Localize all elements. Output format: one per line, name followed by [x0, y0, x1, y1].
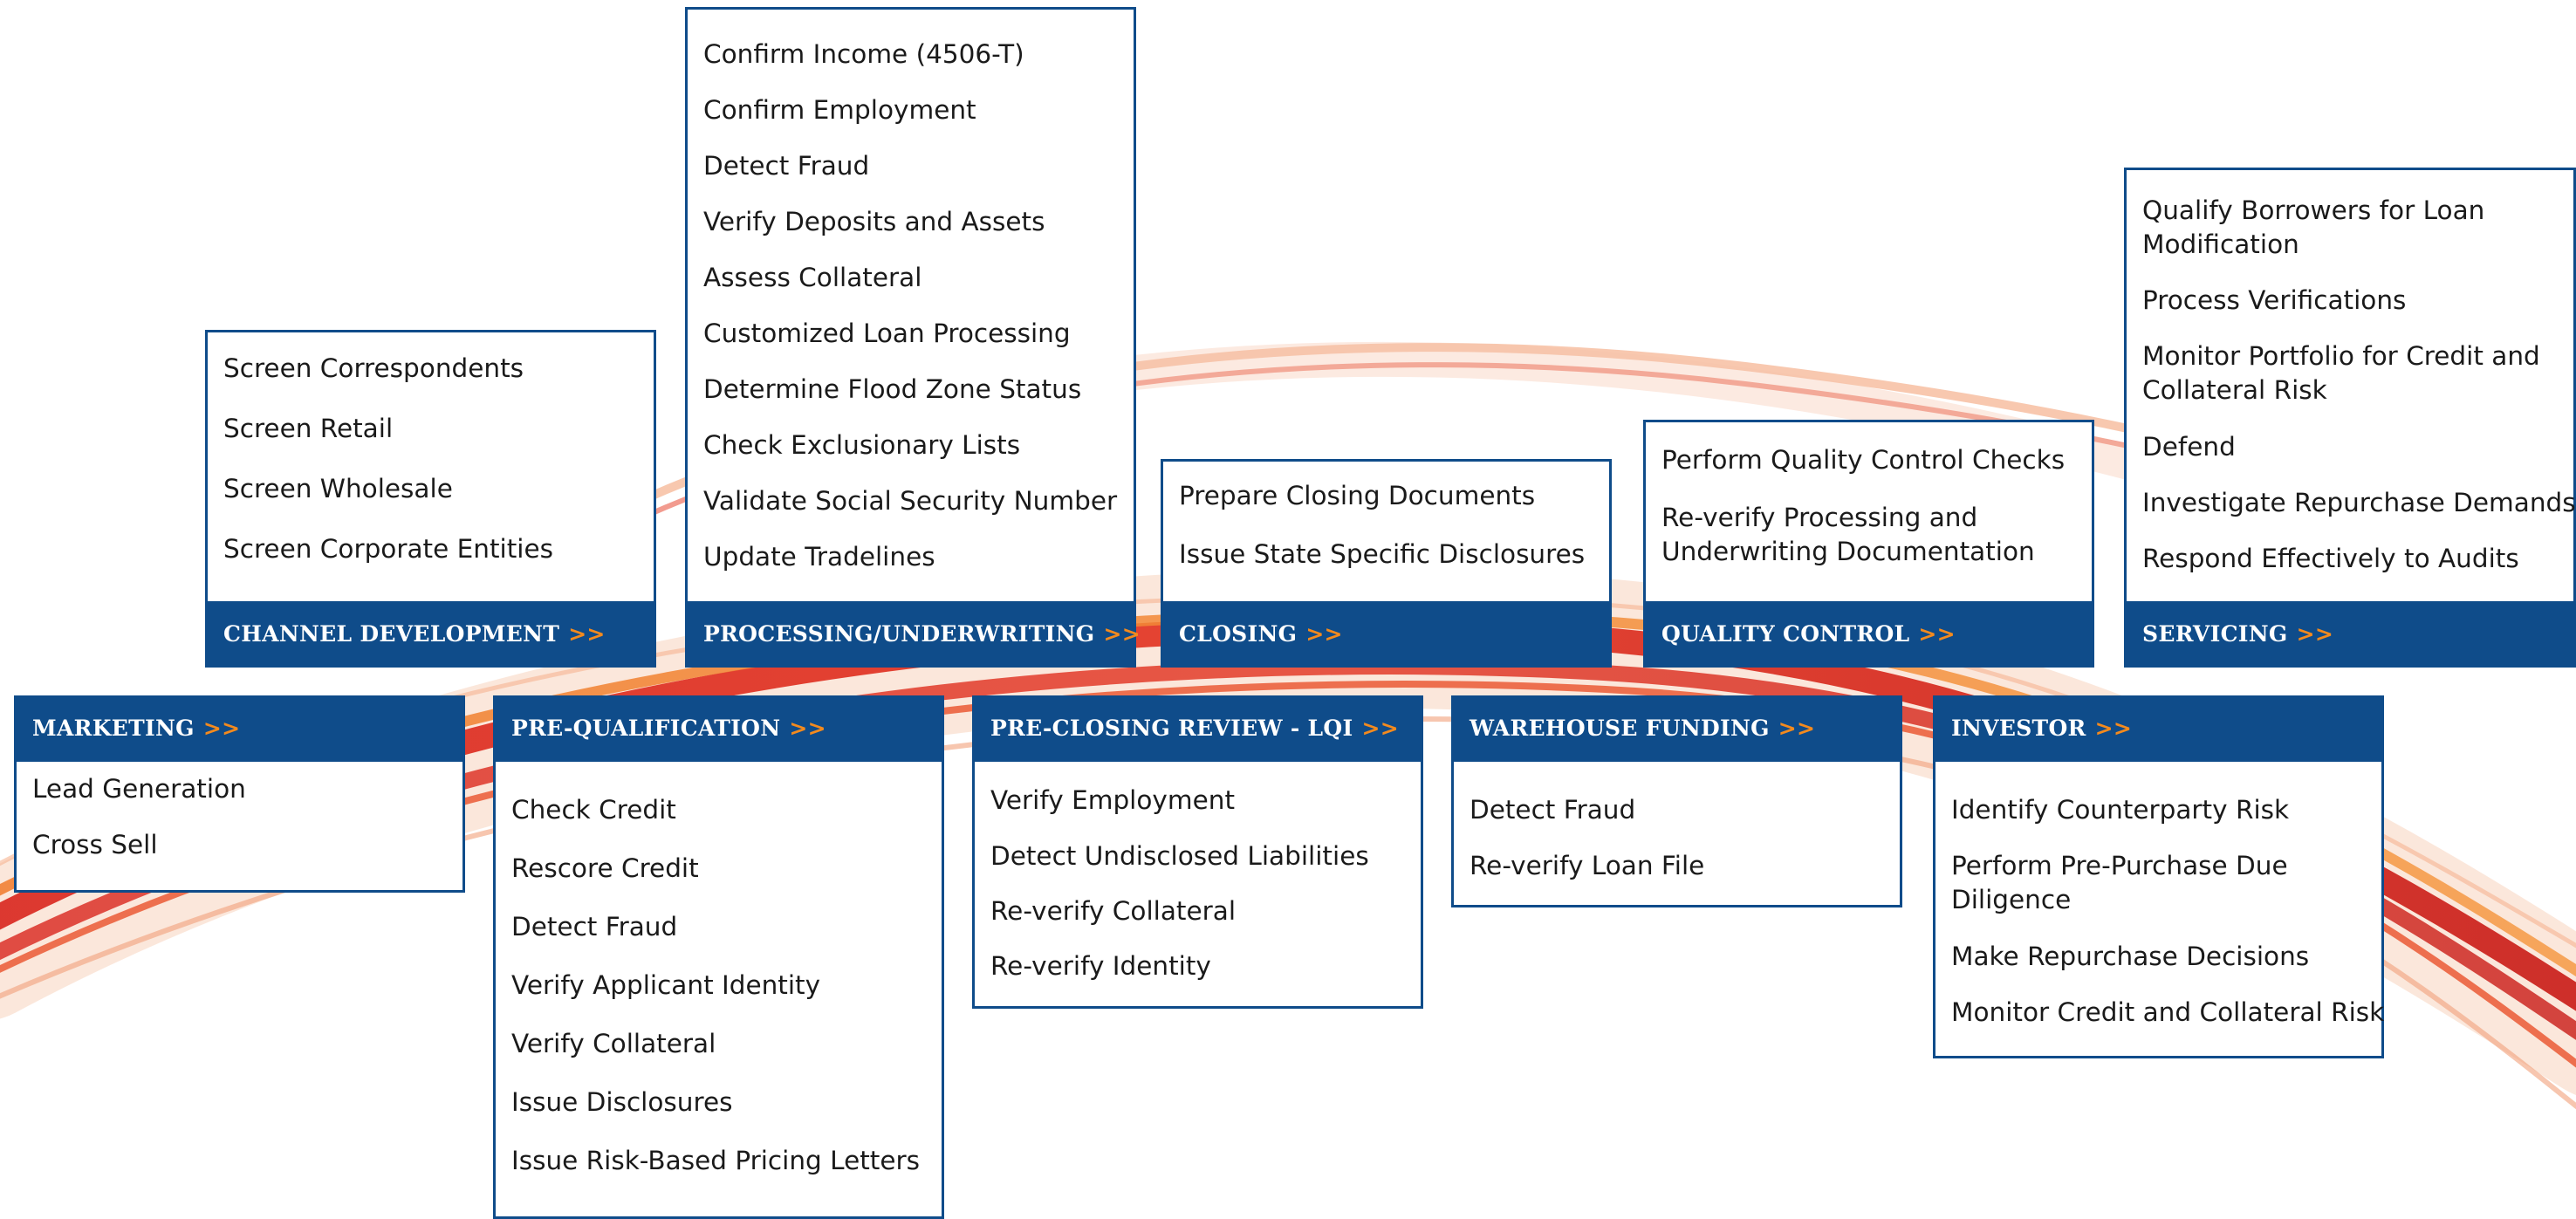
double-right-chevron-icon: >> [1918, 621, 1956, 647]
card-quality-control: Perform Quality Control Checks Re-verify… [1643, 420, 2094, 668]
header-channel-development[interactable]: CHANNEL DEVELOPMENT >> [205, 601, 656, 668]
list-item: Determine Flood Zone Status [703, 374, 1082, 404]
double-right-chevron-icon: >> [1103, 621, 1141, 647]
card-pre-closing-review: PRE-CLOSING REVIEW - LQI >> Verify Employ… [972, 695, 1423, 1009]
list-item: Screen Retail [223, 414, 394, 443]
list-item: Detect Fraud [703, 151, 870, 181]
section-title: WAREHOUSE FUNDING [1470, 716, 1770, 741]
card-processing-underwriting: Confirm Income (4506-T) Confirm Employme… [685, 7, 1141, 668]
list-item: Investigate Repurchase Demands [2142, 488, 2576, 517]
list-item: Defend [2142, 432, 2236, 462]
list-item: Detect Undisclosed Liabilities [990, 841, 1369, 871]
list-item: Verify Deposits and Assets [703, 207, 1045, 236]
header-quality-control[interactable]: QUALITY CONTROL >> [1643, 601, 2094, 668]
list-item: Detect Fraud [511, 912, 678, 942]
list-item: Customized Loan Processing [703, 318, 1071, 348]
header-investor[interactable]: INVESTOR >> [1933, 695, 2384, 762]
list-item: Issue Disclosures [511, 1087, 733, 1117]
list-item: Respond Effectively to Audits [2142, 544, 2519, 573]
list-item: Issue Risk-Based Pricing Letters [511, 1146, 920, 1175]
card-warehouse-funding: WAREHOUSE FUNDING >> Detect Fraud Re-veri… [1451, 695, 1902, 907]
list-item: Screen Corporate Entities [223, 534, 554, 564]
double-right-chevron-icon: >> [2094, 716, 2133, 741]
list-item: Re-verify Identity [990, 951, 1211, 981]
section-title: CHANNEL DEVELOPMENT [223, 621, 560, 647]
card-servicing: Qualify Borrowers for Loan Modification … [2124, 168, 2576, 668]
double-right-chevron-icon: >> [1361, 716, 1399, 741]
list-item: Prepare Closing Documents [1179, 481, 1536, 510]
list-item: Assess Collateral [703, 263, 922, 292]
list-item: Detect Fraud [1470, 795, 1636, 825]
list-item: Verify Employment [990, 785, 1236, 815]
list-item: Monitor Portfolio for Credit and Collate… [2142, 341, 2540, 405]
list-item: Perform Pre-Purchase Due Diligence [1951, 851, 2288, 914]
header-pre-qualification[interactable]: PRE-QUALIFICATION >> [493, 695, 944, 762]
list-item: Verify Applicant Identity [511, 970, 821, 1000]
section-title: PRE-QUALIFICATION [511, 716, 781, 741]
section-title: PRE-CLOSING REVIEW - LQI [990, 716, 1353, 741]
header-marketing[interactable]: MARKETING >> [14, 695, 465, 762]
header-closing[interactable]: CLOSING >> [1161, 601, 1612, 668]
header-processing-underwriting[interactable]: PROCESSING/UNDERWRITING >> [685, 601, 1141, 668]
list-item: Identify Counterparty Risk [1951, 795, 2290, 825]
list-item: Re-verify Processing and Underwriting Do… [1661, 503, 2035, 566]
list-item: Cross Sell [32, 830, 158, 859]
card-marketing: MARKETING >> Lead Generation Cross Sell [14, 695, 465, 893]
card-channel-development: Screen Correspondents Screen Retail Scre… [205, 330, 656, 668]
double-right-chevron-icon: >> [568, 621, 606, 647]
list-item: Screen Correspondents [223, 353, 524, 383]
list-item: Verify Collateral [511, 1029, 716, 1058]
double-right-chevron-icon: >> [2296, 621, 2334, 647]
card-investor: INVESTOR >> Identify Counterparty Risk Pe… [1933, 695, 2384, 1058]
double-right-chevron-icon: >> [1778, 716, 1816, 741]
list-item: Update Tradelines [703, 542, 935, 572]
list-item: Re-verify Collateral [990, 896, 1237, 926]
header-warehouse-funding[interactable]: WAREHOUSE FUNDING >> [1451, 695, 1902, 762]
header-pre-closing-review[interactable]: PRE-CLOSING REVIEW - LQI >> [972, 695, 1423, 762]
list-item: Re-verify Loan File [1470, 851, 1705, 880]
card-pre-qualification: PRE-QUALIFICATION >> Check Credit Rescore… [493, 695, 944, 1219]
double-right-chevron-icon: >> [202, 716, 241, 741]
list-item: Perform Quality Control Checks [1661, 445, 2066, 475]
list-item: Qualify Borrowers for Loan Modification [2142, 195, 2485, 259]
list-item: Rescore Credit [511, 853, 699, 883]
list-item: Confirm Employment [703, 95, 976, 125]
section-title: PROCESSING/UNDERWRITING [703, 621, 1095, 647]
section-title: SERVICING [2142, 621, 2288, 647]
header-servicing[interactable]: SERVICING >> [2124, 601, 2576, 668]
section-title: QUALITY CONTROL [1661, 621, 1910, 647]
list-item: Check Exclusionary Lists [703, 430, 1021, 460]
list-item: Process Verifications [2142, 285, 2407, 315]
list-item: Issue State Specific Disclosures [1179, 539, 1586, 569]
section-title: CLOSING [1179, 621, 1298, 647]
section-title: INVESTOR [1951, 716, 2086, 741]
section-title: MARKETING [32, 716, 195, 741]
list-item: Confirm Income (4506-T) [703, 39, 1024, 69]
double-right-chevron-icon: >> [1305, 621, 1343, 647]
list-item: Monitor Credit and Collateral Risk [1951, 997, 2385, 1027]
list-item: Check Credit [511, 795, 676, 825]
card-closing: Prepare Closing Documents Issue State Sp… [1161, 459, 1612, 668]
double-right-chevron-icon: >> [789, 716, 826, 741]
list-item: Make Repurchase Decisions [1951, 942, 2310, 971]
list-item: Screen Wholesale [223, 474, 453, 503]
list-item: Lead Generation [32, 774, 246, 804]
list-item: Validate Social Security Number [703, 486, 1118, 516]
